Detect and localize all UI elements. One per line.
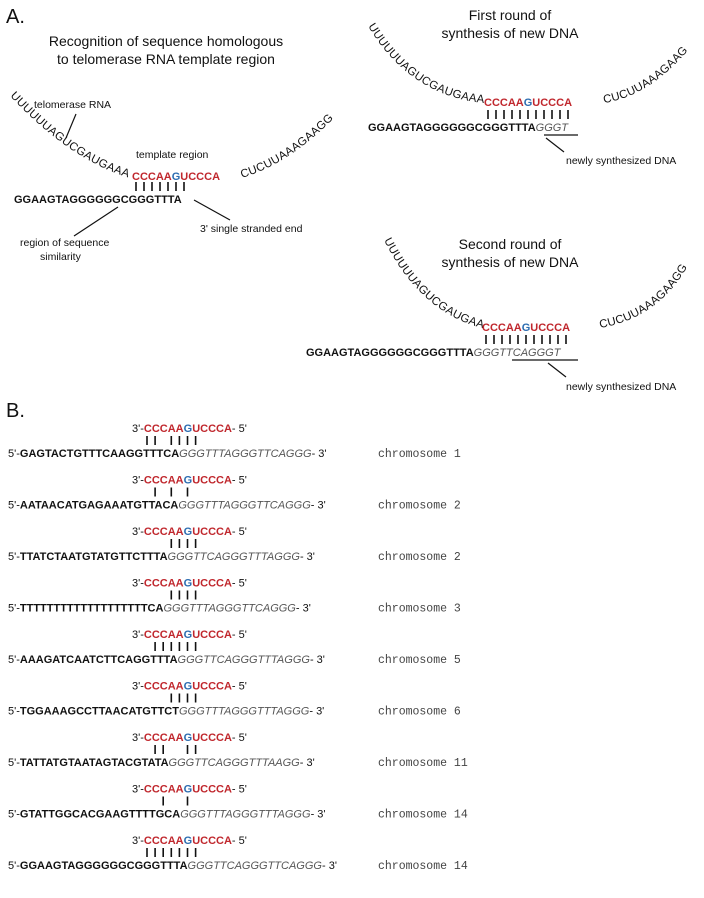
base-pair-bars-1 [135,182,185,191]
rna-template-sequence: 3'-CCCAAGUCCCA- 5' [132,784,247,796]
heading-recognition-line1: Recognition of sequence homologous [49,33,283,49]
chromosome-label: chromosome 11 [378,757,468,770]
similarity-pointer [73,206,119,237]
heading-second-round-line1: Second round of [459,236,562,252]
base-pair-bars-2 [487,110,569,119]
rna-template-region: CCCAAGUCCCA [132,171,220,183]
template-region-label: template region [136,149,209,161]
region-similarity-label-line1: region of sequence [20,237,109,249]
heading-recognition-line2: to telomerase RNA template region [57,51,275,67]
rna-template-sequence: 3'-CCCAAGUCCCA- 5' [132,526,247,538]
panel-b-label: B. [6,400,25,422]
heading-first-round-line2: synthesis of new DNA [442,25,580,41]
first-round-diagram: UUUUUUAGUCGAUGAAAUA CCCAAGUCCCA CUCUUAAA… [0,0,690,167]
newly-synthesized-label-1: newly synthesized DNA [566,155,676,167]
chromosome-dna-sequence: 5'-AATAACATGAGAAATGTTACAGGGTTTAGGGTTCAGG… [8,500,326,512]
single-stranded-end-pointer [193,199,231,221]
chromosome-label: chromosome 5 [378,654,461,667]
rna-template-sequence: 3'-CCCAAGUCCCA- 5' [132,732,247,744]
telomerase-rna-pointer [65,113,77,139]
chromosome-label: chromosome 6 [378,706,461,719]
chromosome-label: chromosome 2 [378,551,461,564]
chromosome-label: chromosome 14 [378,809,468,822]
chromosome-label: chromosome 1 [378,448,461,461]
newly-synthesized-label-2: newly synthesized DNA [566,381,676,393]
rna-template-sequence: 3'-CCCAAGUCCCA- 5' [132,681,247,693]
chromosome-dna-sequence: 5'-TTTTTTTTTTTTTTTTTTTCAGGGTTTAGGGTTCAGG… [8,603,311,615]
chromosome-dna-sequence: 5'-TATTATGTAATAGTACGTATAGGGTTCAGGGTTTAAG… [8,757,315,769]
alignment-row: 3'-CCCAAGUCCCA- 5' 5'-AAAGATCAATCTTCAGGTT… [8,629,461,667]
rna-template-sequence: 3'-CCCAAGUCCCA- 5' [132,578,247,590]
region-similarity-label-line2: similarity [40,251,82,263]
heading-second-round-line2: synthesis of new DNA [442,254,580,270]
rna-right-arc-3: CUCUUAAAGAAGG [598,262,690,331]
dna-strand-3: GGAAGTAGGGGGGCGGGTTTAGGGTTCAGGGT [306,347,562,359]
alignment-row: 3'-CCCAAGUCCCA- 5' 5'-TTATCTAATGTATGTTCTT… [8,526,461,564]
chromosome-dna-sequence: 5'-TTATCTAATGTATGTTCTTTAGGGTTCAGGGTTTAGG… [8,551,315,563]
telomerase-rna-label: telomerase RNA [34,99,111,111]
newly-synthesized-pointer-2 [547,362,567,378]
panel-a-label: A. [6,6,25,28]
single-stranded-end-label: 3' single stranded end [200,223,303,235]
heading-first-round-line1: First round of [469,7,552,23]
alignment-row: 3'-CCCAAGUCCCA- 5' 5'-GGAAGTAGGGGGGCGGGTT… [8,835,468,873]
rna-template-sequence: 3'-CCCAAGUCCCA- 5' [132,835,247,847]
alignment-row: 3'-CCCAAGUCCCA- 5' 5'-TTTTTTTTTTTTTTTTTTT… [8,578,461,616]
alignment-row: 3'-CCCAAGUCCCA- 5' 5'-GAGTACTGTTTCAAGGTTT… [8,423,461,461]
chromosome-dna-sequence: 5'-GAGTACTGTTTCAAGGTTTCAGGGTTTAGGGTTCAGG… [8,448,327,460]
rna-template-sequence: 3'-CCCAAGUCCCA- 5' [132,475,247,487]
chromosome-dna-sequence: 5'-GTATTGGCACGAAGTTTTGCAGGGTTTAGGGTTTAGG… [8,809,326,821]
alignment-row: 3'-CCCAAGUCCCA- 5' 5'-TATTATGTAATAGTACGTA… [8,732,468,770]
rna-template-sequence: 3'-CCCAAGUCCCA- 5' [132,629,247,641]
chromosome-label: chromosome 3 [378,603,461,616]
dna-strand-2: GGAAGTAGGGGGGCGGGTTTAGGGT [368,122,569,134]
alignment-row: 3'-CCCAAGUCCCA- 5' 5'-TGGAAAGCCTTAACATGTT… [8,681,461,719]
panel-b-alignments: 3'-CCCAAGUCCCA- 5' 5'-GAGTACTGTTTCAAGGTTT… [8,423,468,873]
chromosome-dna-sequence: 5'-GGAAGTAGGGGGGCGGGTTTAGGGTTCAGGGTTCAGG… [8,860,337,872]
alignment-row: 3'-CCCAAGUCCCA- 5' 5'-GTATTGGCACGAAGTTTTG… [8,784,468,822]
rna-template-sequence: 3'-CCCAAGUCCCA- 5' [132,423,247,435]
chromosome-label: chromosome 2 [378,500,461,513]
dna-strand-1: GGAAGTAGGGGGGCGGGTTTA [14,194,182,206]
chromosome-dna-sequence: 5'-TGGAAAGCCTTAACATGTTCTGGGTTTAGGGTTTAGG… [8,706,324,718]
alignment-row: 3'-CCCAAGUCCCA- 5' 5'-AATAACATGAGAAATGTTA… [8,475,461,513]
rna-template-region-2: CCCAAGUCCCA [484,97,572,109]
chromosome-label: chromosome 14 [378,860,468,873]
rna-template-region-3: CCCAAGUCCCA [482,322,570,334]
rna-right-arc: CUCUUAAAGAAGG [239,112,336,181]
newly-synthesized-pointer-1 [545,137,565,153]
chromosome-dna-sequence: 5'-AAAGATCAATCTTCAGGTTTAGGGTTCAGGGTTTAGG… [8,654,325,666]
rna-left-arc-3: UUUUUUAGUCGAUGAAAUA [0,0,486,331]
base-pair-bars-3 [485,335,567,344]
